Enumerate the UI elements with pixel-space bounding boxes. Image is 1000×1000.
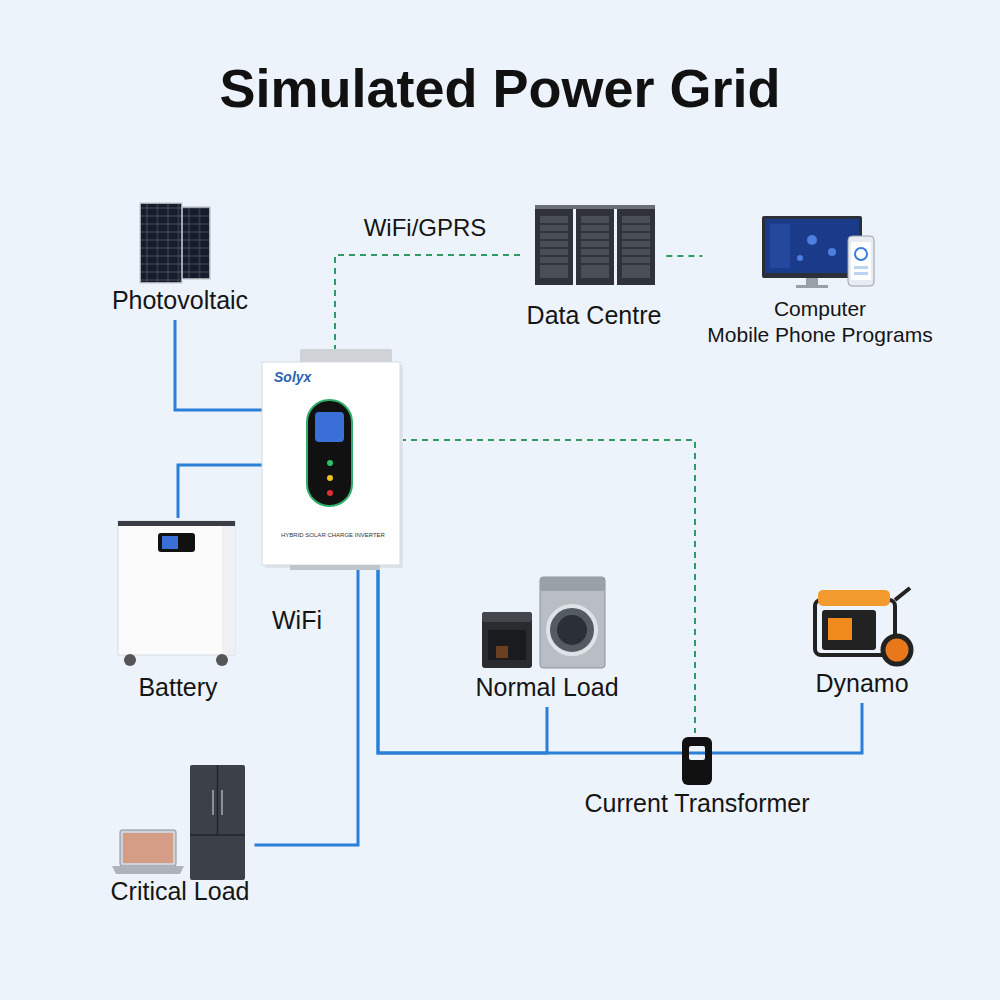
edge-label-holder: WiFi/GPRS [361,214,490,242]
component-node: ComputerMobile Phone Programs [702,212,937,353]
component-node: Battery [116,518,240,707]
link-label: WiFi [269,606,325,634]
data-link [666,255,702,257]
device-caption: HYBRID SOLAR CHARGE INVERTER [281,531,385,539]
computer-phone-icon [762,216,874,288]
generator-icon [815,588,911,664]
diagram-title: Simulated Power Grid [0,57,1000,119]
component-label: Computer [774,296,866,322]
brand-logo: Solyx [274,369,311,385]
data-link [400,440,695,733]
component-node: Current Transformer [579,733,814,823]
power-line [175,320,262,410]
component-label: Battery [138,673,217,702]
inverter-box: SolyxHYBRID SOLAR CHARGE INVERTER [262,362,400,565]
data-link [335,255,522,362]
current-clamp-icon [682,737,712,785]
solar-panel-icon [140,203,210,283]
component-label: Dynamo [815,669,908,698]
laptop-fridge-icon [112,765,245,880]
component-node: Normal Load [470,572,623,707]
component-label: Mobile Phone Programs [707,322,932,348]
component-node: Photovoltaic [107,198,253,320]
component-label: Data Centre [527,301,662,330]
component-label: Normal Load [475,673,618,702]
appliance-icon [482,577,605,668]
component-node: Dynamo [807,583,917,703]
component-label: Critical Load [111,877,250,906]
free-label-holder: WiFi [269,606,325,634]
battery-icon [118,521,235,666]
component-label: Photovoltaic [112,286,248,315]
component-node: Data Centre [522,205,667,335]
power-line [378,565,862,753]
inverter-body [262,349,403,570]
power-line [254,565,358,845]
power-line [178,465,262,518]
power-line [378,565,547,753]
component-node: Critical Load [106,762,255,911]
edge-label: WiFi/GPRS [361,214,490,242]
component-label: Current Transformer [584,789,809,818]
server-icon [535,205,655,285]
